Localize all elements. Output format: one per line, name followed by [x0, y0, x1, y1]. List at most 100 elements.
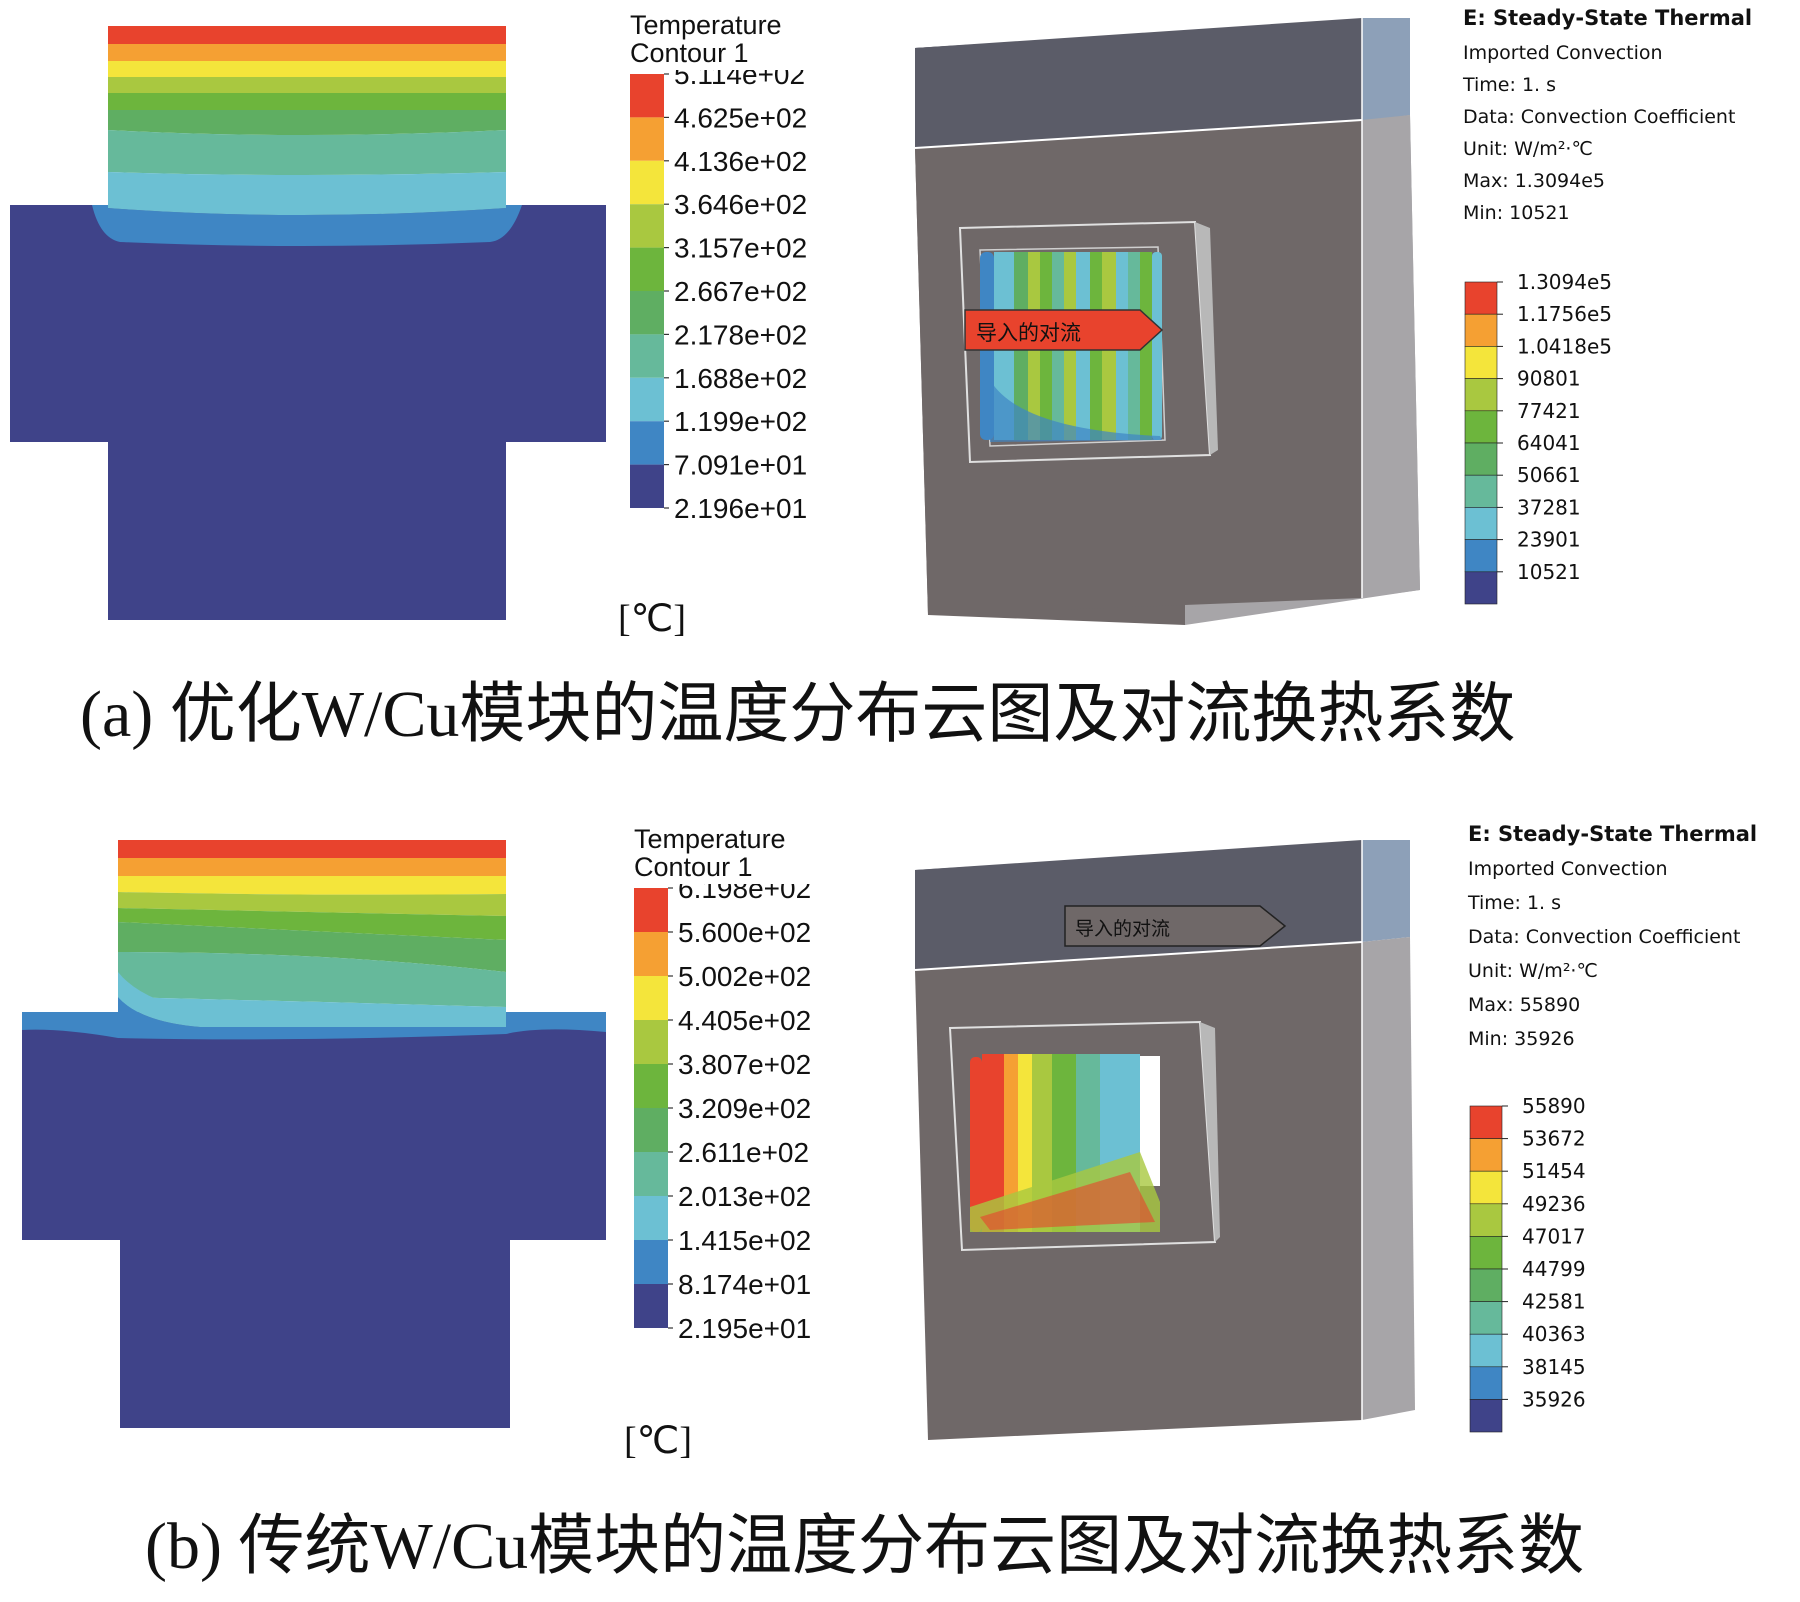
convection-legend: 1.3094e5 1.1756e5 1.0418e5 90801 77421 64041 5… [1464, 270, 1612, 605]
legend-color-box [630, 117, 664, 161]
ansys-line: Max: 1.3094e5 [1463, 170, 1605, 192]
legend-value-label: 64041 [1517, 431, 1581, 455]
legend-tick-label: 3.646e+02 [674, 189, 807, 220]
ansys-title: E: Steady-State Thermal [1463, 6, 1753, 30]
legend-value-label: 10521 [1517, 560, 1581, 584]
contour-color-legend: 6.198e+025.600e+025.002e+024.405e+023.80… [634, 884, 811, 1344]
legend-tick-label: 6.198e+02 [678, 884, 811, 904]
legend-tick-label: 2.178e+02 [674, 319, 807, 350]
legend-color-box [630, 74, 664, 118]
legend-tick-label: 5.600e+02 [678, 917, 811, 948]
legend-color-box [1469, 1203, 1503, 1237]
legend-color-box [630, 421, 664, 465]
legend-tick-label: 8.174e+01 [678, 1269, 811, 1300]
legend-tick-label: 1.199e+02 [674, 406, 807, 437]
legend-tick-label: 1.688e+02 [674, 363, 807, 394]
convection-3d-model: 导入的对流 [914, 840, 1415, 1440]
convection-3d-model: 导入的对流 [914, 18, 1420, 625]
legend-color-box [1464, 346, 1498, 379]
legend-ticks: 6.198e+025.600e+025.002e+024.405e+023.80… [668, 884, 811, 1344]
legend-color-box [1464, 539, 1498, 573]
legend-color-box [630, 160, 664, 205]
legend-color-box [634, 1240, 668, 1284]
legend-color-box [630, 334, 664, 378]
legend-color-box [1464, 313, 1498, 347]
contour-color-legend: 5.114e+02 4.625e+02 4.136e+02 3.646e+02 3.15… [630, 70, 807, 524]
legend-tick-label: 1.415e+02 [678, 1225, 811, 1256]
legend-color-box [1469, 1170, 1503, 1205]
temperature-contour-plot [22, 840, 606, 1428]
legend-value-label: 50661 [1517, 463, 1581, 487]
legend-boxes [634, 888, 668, 1328]
legend-color-box [634, 1020, 668, 1064]
legend-color-box [634, 1152, 668, 1196]
legend-color-box [1464, 378, 1498, 412]
contour-unit-label: [℃] [624, 1420, 692, 1462]
legend-tick-label: 4.625e+02 [674, 102, 807, 133]
panel-a: Temperature Contour 1 5.114e+02 4.625e+02… [0, 0, 1800, 780]
legend-color-box [1464, 507, 1498, 540]
legend-value-label: 1.3094e5 [1517, 270, 1612, 294]
callout-arrow [964, 309, 1164, 351]
legend-value-label: 90801 [1517, 367, 1581, 391]
ansys-line: Imported Convection [1468, 858, 1668, 880]
callout-arrow [1064, 905, 1287, 947]
legend-value-label: 47017 [1522, 1224, 1586, 1248]
legend-tick-label: 4.405e+02 [678, 1005, 811, 1036]
legend-tick-label: 2.196e+01 [674, 493, 807, 524]
legend-value-label: 77421 [1517, 399, 1581, 423]
legend-tick-label: 5.114e+02 [674, 70, 805, 90]
temperature-contour-plot [10, 26, 606, 620]
legend-color-box [630, 377, 664, 422]
legend-color-box [634, 1196, 668, 1240]
legend-tick-label: 2.013e+02 [678, 1181, 811, 1212]
ansys-line: Min: 10521 [1463, 202, 1570, 224]
legend-color-box [1469, 1333, 1503, 1368]
contour-title-line1: Temperature [630, 10, 782, 40]
legend-color-box [1464, 474, 1498, 508]
legend-color-box [1469, 1301, 1503, 1335]
legend-color-box [1469, 1268, 1503, 1302]
legend-color-box [1469, 1105, 1503, 1139]
legend-color-box [1469, 1138, 1503, 1172]
ansys-line: Max: 55890 [1468, 994, 1581, 1016]
legend-tick-label: 3.209e+02 [678, 1093, 811, 1124]
legend-color-box [1464, 442, 1498, 476]
callout-label: 导入的对流 [976, 321, 1081, 345]
legend-color-box [1469, 1236, 1503, 1270]
convection-legend: 5589053672514544923647017447994258140363… [1469, 1094, 1586, 1433]
legend-value-label: 23901 [1517, 528, 1581, 552]
legend-tick-label: 2.195e+01 [678, 1313, 811, 1344]
ansys-line: Unit: W/m²·℃ [1463, 138, 1593, 160]
legend-tick-label: 5.002e+02 [678, 961, 811, 992]
legend-tick-label: 2.667e+02 [674, 276, 807, 307]
legend-tick-label: 3.157e+02 [674, 233, 807, 264]
contour-unit-label: [℃] [618, 598, 686, 640]
contour-title-line2: Contour 1 [634, 852, 753, 882]
legend-tick-label: 2.611e+02 [678, 1137, 809, 1168]
legend-tick-label: 4.136e+02 [674, 146, 807, 177]
contour-title-line2: Contour 1 [630, 38, 749, 68]
legend-tick-label: 7.091e+01 [674, 450, 807, 481]
ansys-line: Data: Convection Coefficient [1468, 926, 1741, 948]
legend-value-label: 51454 [1522, 1159, 1586, 1183]
panel-b: Temperature Contour 1 6.198e+02 5.600e+02… [0, 822, 1800, 1602]
convection-stripes [970, 1054, 1160, 1232]
ansys-line: Time: 1. s [1468, 892, 1562, 914]
legend-value-label: 40363 [1522, 1322, 1586, 1346]
contour-title-line1: Temperature [634, 824, 786, 854]
legend-value-label: 37281 [1517, 495, 1581, 519]
legend-value-label: 49236 [1522, 1192, 1586, 1216]
caption-b: (b) 传统W/Cu模块的温度分布云图及对流换热系数 [145, 1510, 1585, 1583]
legend-color-box [1464, 571, 1498, 605]
legend-value-label: 38145 [1522, 1355, 1586, 1379]
ansys-line: Time: 1. s [1463, 74, 1557, 96]
legend-value-label: 44799 [1522, 1257, 1586, 1281]
legend-value-label: 1.0418e5 [1517, 334, 1612, 358]
legend-value-label: 1.1756e5 [1517, 302, 1612, 326]
ansys-title: E: Steady-State Thermal [1468, 822, 1758, 846]
ansys-line: Min: 35926 [1468, 1028, 1575, 1050]
ansys-line: Unit: W/m²·℃ [1468, 960, 1598, 982]
legend-color-box [634, 1064, 668, 1108]
legend-color-box [1469, 1399, 1503, 1433]
